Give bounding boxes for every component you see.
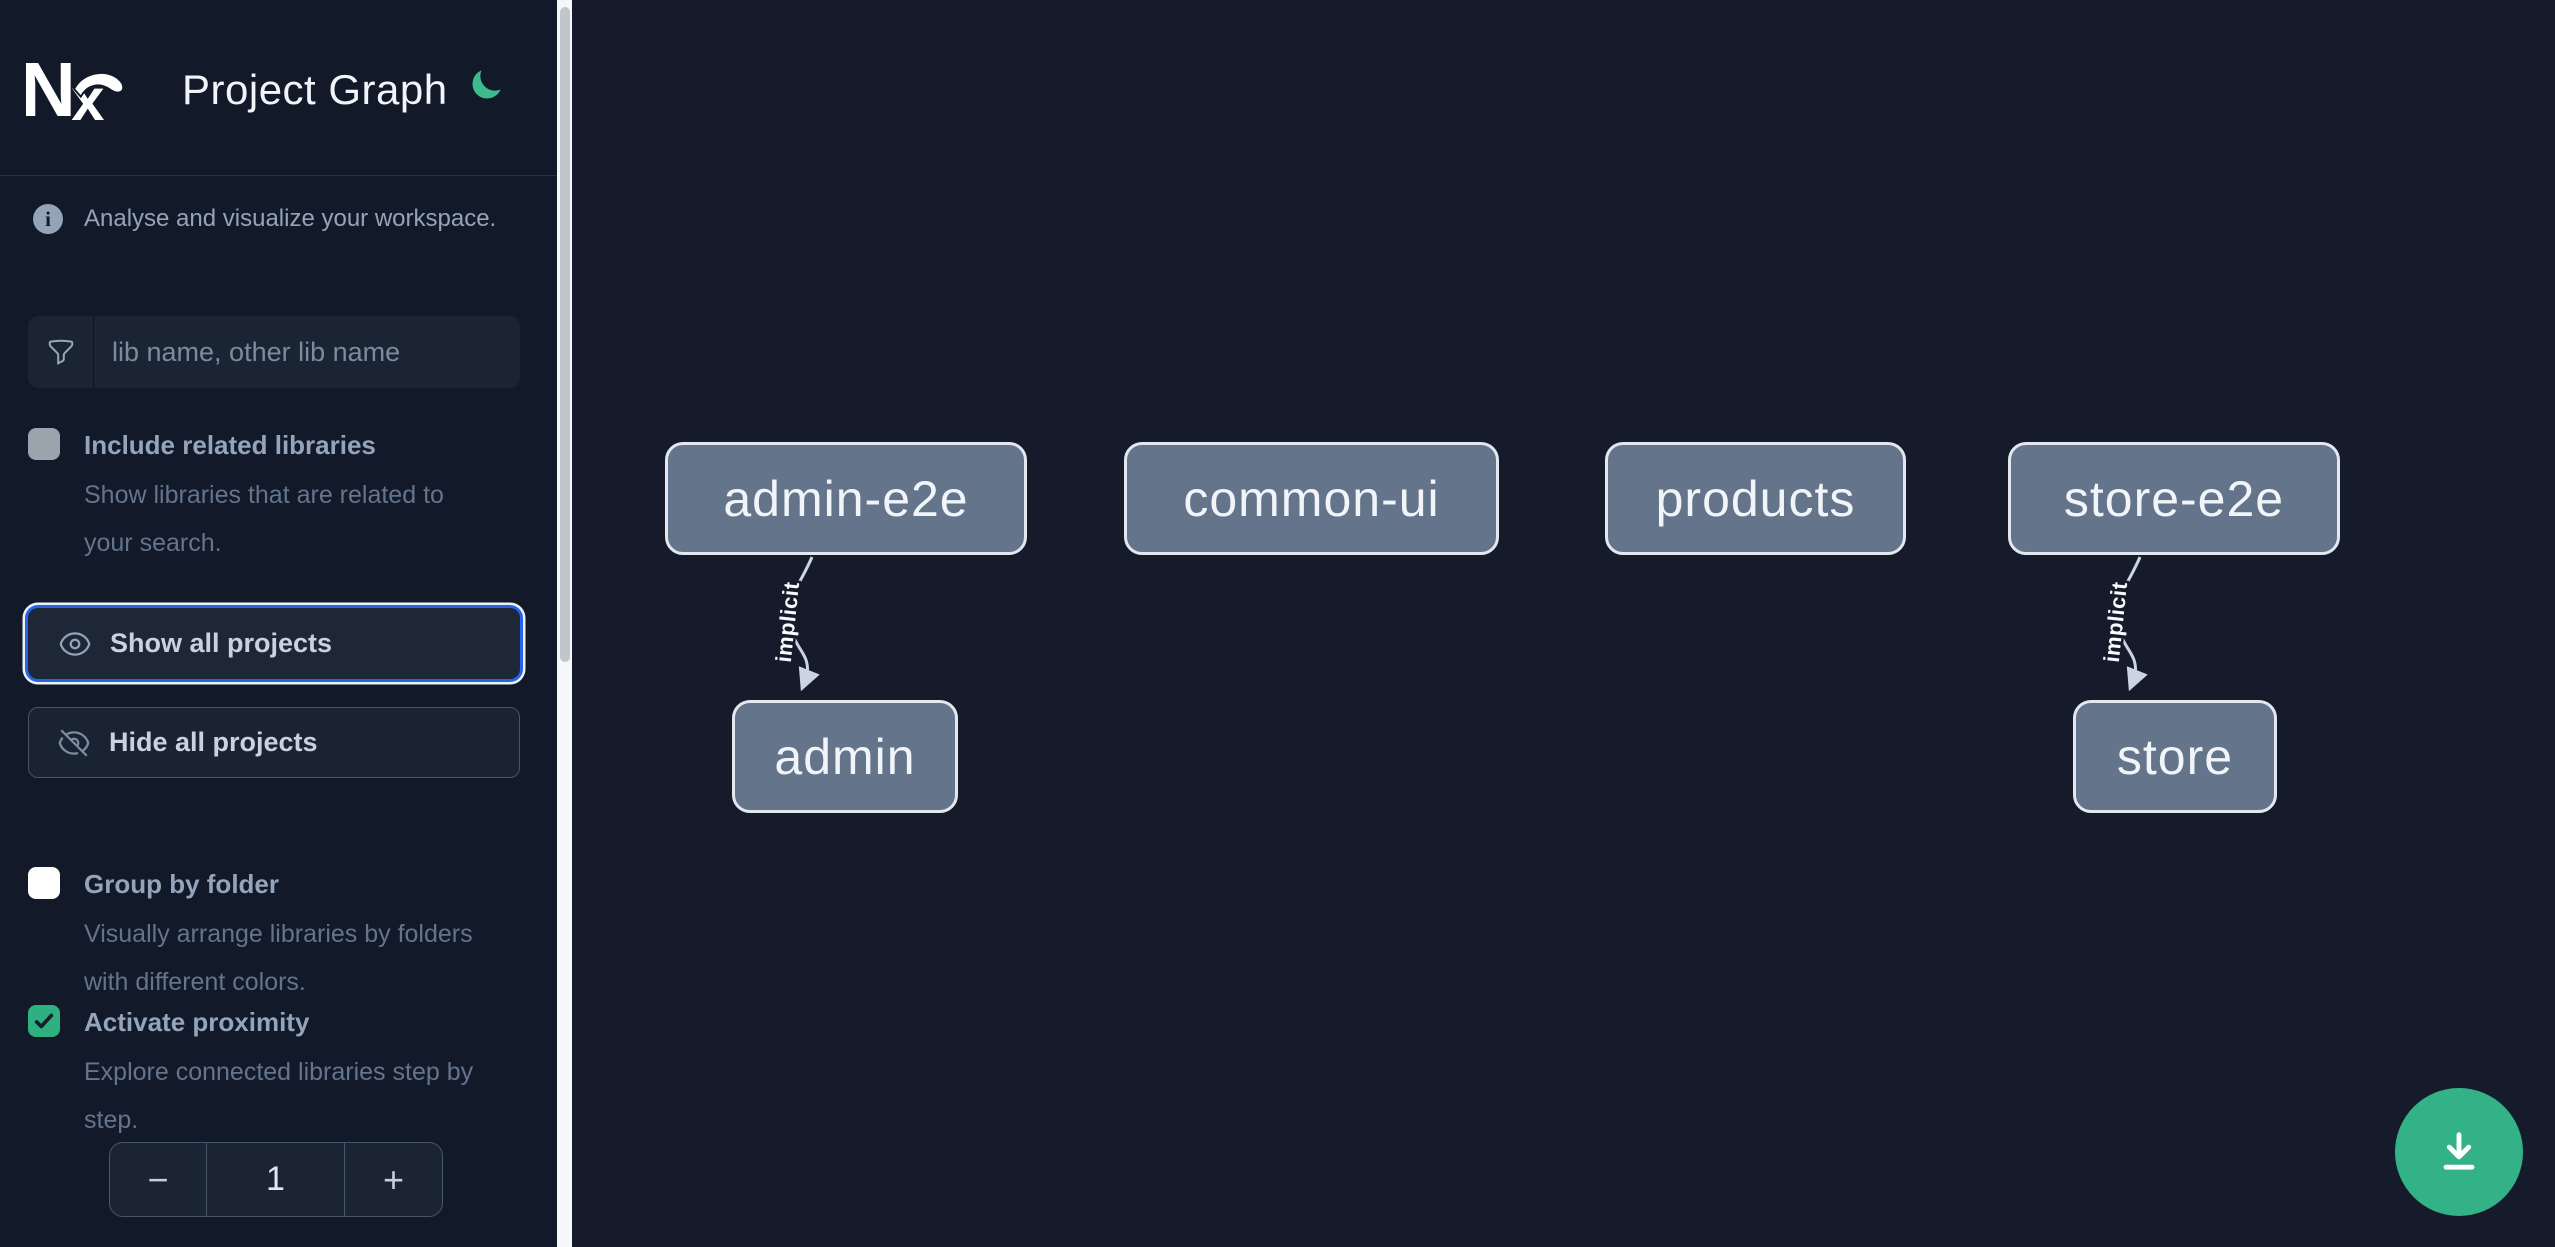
header-divider <box>0 175 557 176</box>
node-store[interactable]: store <box>2073 700 2277 813</box>
proximity-depth-stepper: − 1 + <box>109 1142 443 1217</box>
check-icon <box>34 1013 54 1029</box>
option-label: Activate proximity <box>84 1007 310 1037</box>
option-description: Visually arrange libraries by folders wi… <box>84 920 473 996</box>
edge-label: implicit <box>2099 580 2132 663</box>
hide-all-projects-button[interactable]: Hide all projects <box>28 707 520 778</box>
funnel-icon <box>28 316 94 388</box>
node-admin-e2e[interactable]: admin-e2e <box>665 442 1027 555</box>
edge-label: implicit <box>771 580 804 663</box>
theme-toggle-button[interactable] <box>466 66 506 106</box>
option-activate-proximity: Activate proximity Explore connected lib… <box>28 1004 520 1144</box>
search-input[interactable] <box>94 316 520 388</box>
nx-logo: N x <box>26 56 125 122</box>
search-box <box>28 316 520 388</box>
svg-text:N: N <box>26 56 76 122</box>
graph-edges: implicit implicit <box>768 556 2148 692</box>
decrement-button[interactable]: − <box>110 1143 207 1216</box>
eye-off-icon <box>57 726 91 760</box>
info-icon: i <box>33 204 63 234</box>
button-label: Show all projects <box>110 628 333 658</box>
scrollbar-thumb[interactable] <box>559 7 570 662</box>
info-text: Analyse and visualize your workspace. <box>84 205 497 232</box>
node-common-ui[interactable]: common-ui <box>1124 442 1499 555</box>
edge-admin-e2e-to-admin[interactable]: implicit <box>768 556 820 692</box>
info-row: i Analyse and visualize your workspace. <box>33 204 496 234</box>
stepper-value: 1 <box>266 1160 285 1198</box>
node-store-e2e[interactable]: store-e2e <box>2008 442 2340 555</box>
increment-button[interactable]: + <box>344 1143 442 1216</box>
option-label: Include related libraries <box>84 430 376 460</box>
sidebar: N x Project Graph i Analyse and visualiz… <box>0 0 572 1247</box>
include-related-checkbox <box>28 428 60 460</box>
node-products[interactable]: products <box>1605 442 1906 555</box>
activate-proximity-checkbox[interactable] <box>28 1005 60 1037</box>
download-icon <box>2443 1132 2475 1170</box>
option-include-related-libraries: Include related libraries Show libraries… <box>28 427 520 567</box>
option-label: Group by folder <box>84 869 279 899</box>
page-title: Project Graph <box>182 66 448 113</box>
graph-canvas[interactable]: implicit implicit admin-e2e common-ui pr… <box>572 0 2555 1247</box>
node-admin[interactable]: admin <box>732 700 958 813</box>
show-all-projects-button[interactable]: Show all projects <box>28 608 520 679</box>
download-graph-button[interactable] <box>2395 1088 2523 1216</box>
button-label: Hide all projects <box>109 727 318 757</box>
group-by-folder-checkbox[interactable] <box>28 867 60 899</box>
edge-store-e2e-to-store[interactable]: implicit <box>2096 556 2148 692</box>
sidebar-scrollbar[interactable] <box>557 0 572 1247</box>
option-description: Show libraries that are related to your … <box>84 481 444 557</box>
eye-icon <box>58 627 92 661</box>
moon-icon <box>472 69 501 98</box>
option-group-by-folder: Group by folder Visually arrange librari… <box>28 866 520 1006</box>
option-description: Explore connected libraries step by step… <box>84 1058 474 1134</box>
